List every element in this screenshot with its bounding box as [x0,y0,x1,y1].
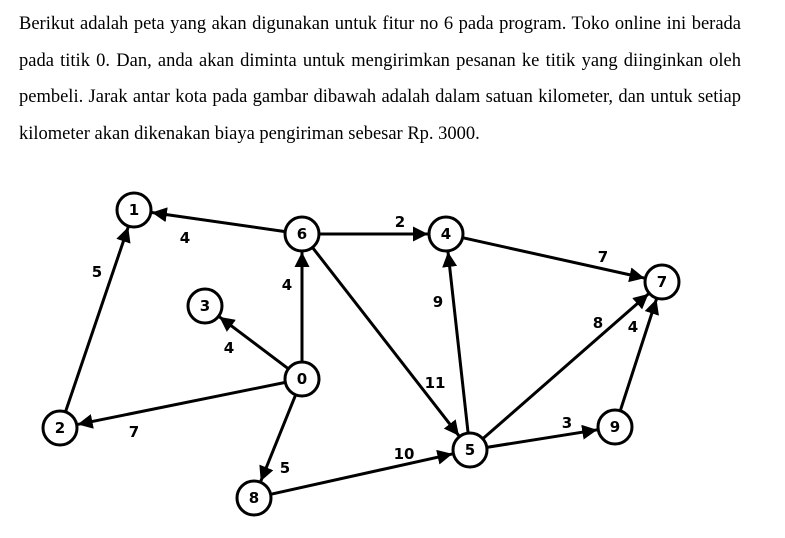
node-9: 9 [596,408,634,446]
edge-8-to-5 [270,449,453,496]
node-circle-6 [283,215,321,253]
edge-weight-5-to-9: 3 [562,414,572,432]
edge-5-to-4 [442,251,470,434]
node-1: 1 [115,191,153,229]
node-7: 7 [643,263,681,301]
nodes: 0 1 2 3 4 5 6 7 8 9 [41,191,681,517]
edge-5-to-7 [481,292,650,440]
node-circle-5 [451,431,489,469]
node-circle-4 [427,215,465,253]
node-circle-1 [115,191,153,229]
node-label-4: 4 [441,225,451,243]
node-label-9: 9 [610,418,620,436]
edge-weight-5-to-7: 8 [593,314,603,332]
edge-4-to-7 [462,236,645,283]
node-label-3: 3 [200,297,210,315]
node-label-5: 5 [465,441,475,459]
node-label-8: 8 [249,489,259,507]
problem-description: Berikut adalah peta yang akan digunakan … [19,14,741,144]
edge-weight-0-to-8: 5 [280,459,290,477]
node-5: 5 [451,431,489,469]
edge-0-to-2 [77,380,286,429]
edge-weight-0-to-6: 4 [282,276,292,294]
edge-weight-0-to-2: 7 [129,423,139,441]
node-circle-0 [283,360,321,398]
edge-0-to-8 [259,394,298,482]
node-circle-7 [643,263,681,301]
node-4: 4 [427,215,465,253]
edges [64,207,659,496]
node-2: 2 [41,409,79,447]
node-label-0: 0 [297,370,307,388]
edge-6-to-5 [311,246,461,437]
node-0: 0 [283,360,321,398]
edge-0-to-3 [218,315,290,370]
edge-9-to-7 [618,298,659,412]
edge-2-to-1 [64,226,131,413]
edge-weight-6-to-5: 11 [425,374,446,392]
edge-weight-0-to-3: 4 [224,339,234,357]
node-circle-3 [186,287,224,325]
node-label-7: 7 [657,273,667,291]
node-label-6: 6 [297,225,307,243]
node-6: 6 [283,215,321,253]
edge-6-to-1 [151,207,286,234]
node-circle-8 [235,479,273,517]
edge-weight-9-to-7: 4 [628,318,638,336]
edge-weight-5-to-4: 9 [433,293,443,311]
edge-weight-2-to-1: 5 [92,263,102,281]
node-label-1: 1 [129,201,139,219]
edge-weight-6-to-1: 4 [180,229,190,247]
edge-weight-6-to-4: 2 [395,213,405,231]
node-circle-9 [596,408,634,446]
edge-weights: 4 5 2 7 4 4 7 5 11 9 8 4 3 10 [92,213,638,477]
edge-weight-4-to-7: 7 [598,248,608,266]
node-8: 8 [235,479,273,517]
node-circle-2 [41,409,79,447]
edge-weight-8-to-5: 10 [394,445,415,463]
node-3: 3 [186,287,224,325]
edge-5-to-9 [486,424,598,449]
node-label-2: 2 [55,419,65,437]
